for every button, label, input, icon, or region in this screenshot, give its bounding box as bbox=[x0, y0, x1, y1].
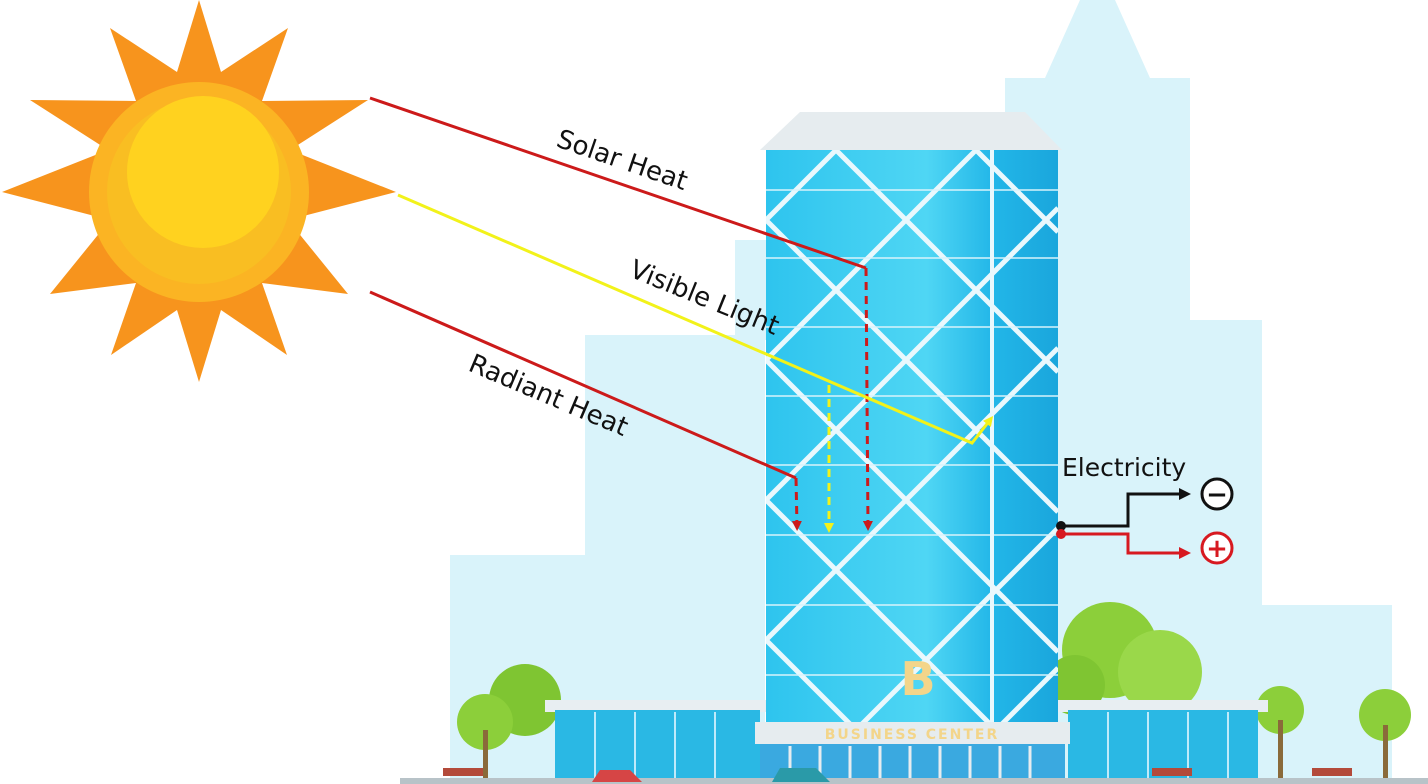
bench bbox=[1312, 768, 1352, 776]
tower-roof bbox=[760, 112, 1062, 150]
trees bbox=[457, 602, 1411, 780]
bench bbox=[1152, 768, 1192, 776]
tree-trunk bbox=[483, 730, 488, 780]
car-red bbox=[592, 770, 642, 782]
plus-sign: + bbox=[1206, 534, 1228, 564]
building-wings bbox=[545, 700, 1268, 784]
car-teal bbox=[772, 768, 830, 782]
rays bbox=[369, 96, 994, 533]
solar-heat-ray bbox=[369, 96, 867, 270]
sun bbox=[2, 0, 396, 382]
solar-heat-label: Solar Heat bbox=[553, 124, 692, 197]
tree-trunk bbox=[1383, 725, 1388, 780]
radiant-heat-ray bbox=[369, 290, 797, 480]
wing-left-glass bbox=[555, 710, 760, 784]
skyline-tower-right bbox=[1005, 0, 1392, 784]
minus-icon bbox=[1200, 477, 1234, 511]
street bbox=[400, 768, 1428, 784]
tree-trunk bbox=[1278, 720, 1283, 780]
wing-left-roof bbox=[545, 700, 770, 712]
tree-right-5 bbox=[1359, 689, 1411, 741]
visible-light-ray bbox=[397, 193, 994, 445]
positive-terminal-dot bbox=[1056, 529, 1066, 539]
negative-wire bbox=[1061, 488, 1191, 528]
plus-icon bbox=[1200, 531, 1234, 565]
glass-tower: B BUSINESS CENTER bbox=[755, 112, 1070, 784]
building-letter: B bbox=[900, 652, 935, 706]
wing-right-roof bbox=[1058, 700, 1268, 712]
tree-right-4 bbox=[1256, 686, 1304, 734]
minus-sign: − bbox=[1206, 480, 1228, 510]
positive-wire bbox=[1061, 532, 1191, 559]
electricity-label: Electricity bbox=[1062, 453, 1186, 482]
electricity-output: Electricity − + bbox=[1056, 453, 1234, 565]
tree-right-2 bbox=[1118, 630, 1202, 714]
tree-left-2 bbox=[457, 694, 513, 750]
bench bbox=[443, 768, 483, 776]
building-sign: BUSINESS CENTER bbox=[825, 727, 999, 743]
negative-terminal-dot bbox=[1056, 521, 1066, 531]
sign-band bbox=[755, 722, 1070, 744]
ground bbox=[400, 778, 1428, 784]
sun-core bbox=[127, 96, 279, 248]
